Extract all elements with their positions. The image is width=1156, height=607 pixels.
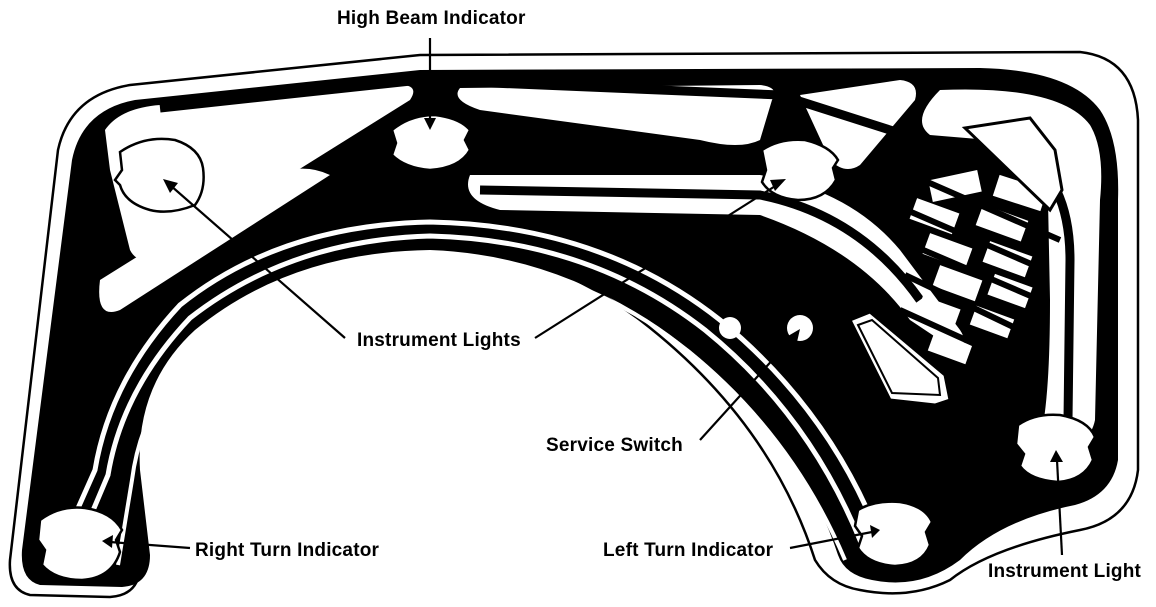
socket-right	[1014, 413, 1097, 484]
board-black-body	[21, 68, 1119, 587]
label-high-beam-indicator: High Beam Indicator	[337, 8, 526, 29]
leader-instrument-light	[1050, 450, 1064, 556]
socket-lower-center-right	[853, 500, 934, 568]
socket-top-center	[390, 113, 472, 172]
inner-arc-gap-1	[52, 219, 883, 562]
socket-upper-left	[113, 137, 205, 213]
diagonal-channel	[468, 175, 964, 350]
label-instrument-lights: Instrument Lights	[357, 330, 521, 351]
service-switch-ring	[765, 293, 835, 363]
label-right-turn-indicator: Right Turn Indicator	[195, 540, 380, 561]
leader-left-turn	[789, 525, 880, 550]
inner-arc-gap-2	[67, 233, 865, 566]
upper-channel-left	[105, 85, 414, 260]
connector-pad-grid	[893, 167, 1062, 365]
service-switch-hole-left	[719, 317, 741, 339]
label-left-turn-indicator: Left Turn Indicator	[603, 540, 774, 561]
left-arm-channel	[99, 168, 330, 312]
leader-instrument-lights-left	[163, 179, 346, 339]
lower-diagonal-pad	[847, 310, 952, 407]
leader-service-switch	[699, 329, 800, 441]
lower-diagonal-pad-inner	[856, 318, 942, 397]
leader-instrument-lights-right	[534, 179, 786, 339]
label-service-switch: Service Switch	[546, 435, 683, 456]
label-instrument-light: Instrument Light	[988, 561, 1142, 582]
wire-track-2	[479, 185, 924, 303]
leader-high-beam	[424, 38, 436, 130]
upper-channel-mid	[457, 85, 775, 145]
socket-upper-right	[760, 138, 840, 202]
inner-arc-gap-3	[116, 255, 847, 566]
wire-track-1	[159, 75, 1002, 170]
socket-lower-left	[36, 506, 124, 582]
upper-right-pad	[961, 116, 1064, 213]
leader-right-turn	[102, 535, 191, 550]
